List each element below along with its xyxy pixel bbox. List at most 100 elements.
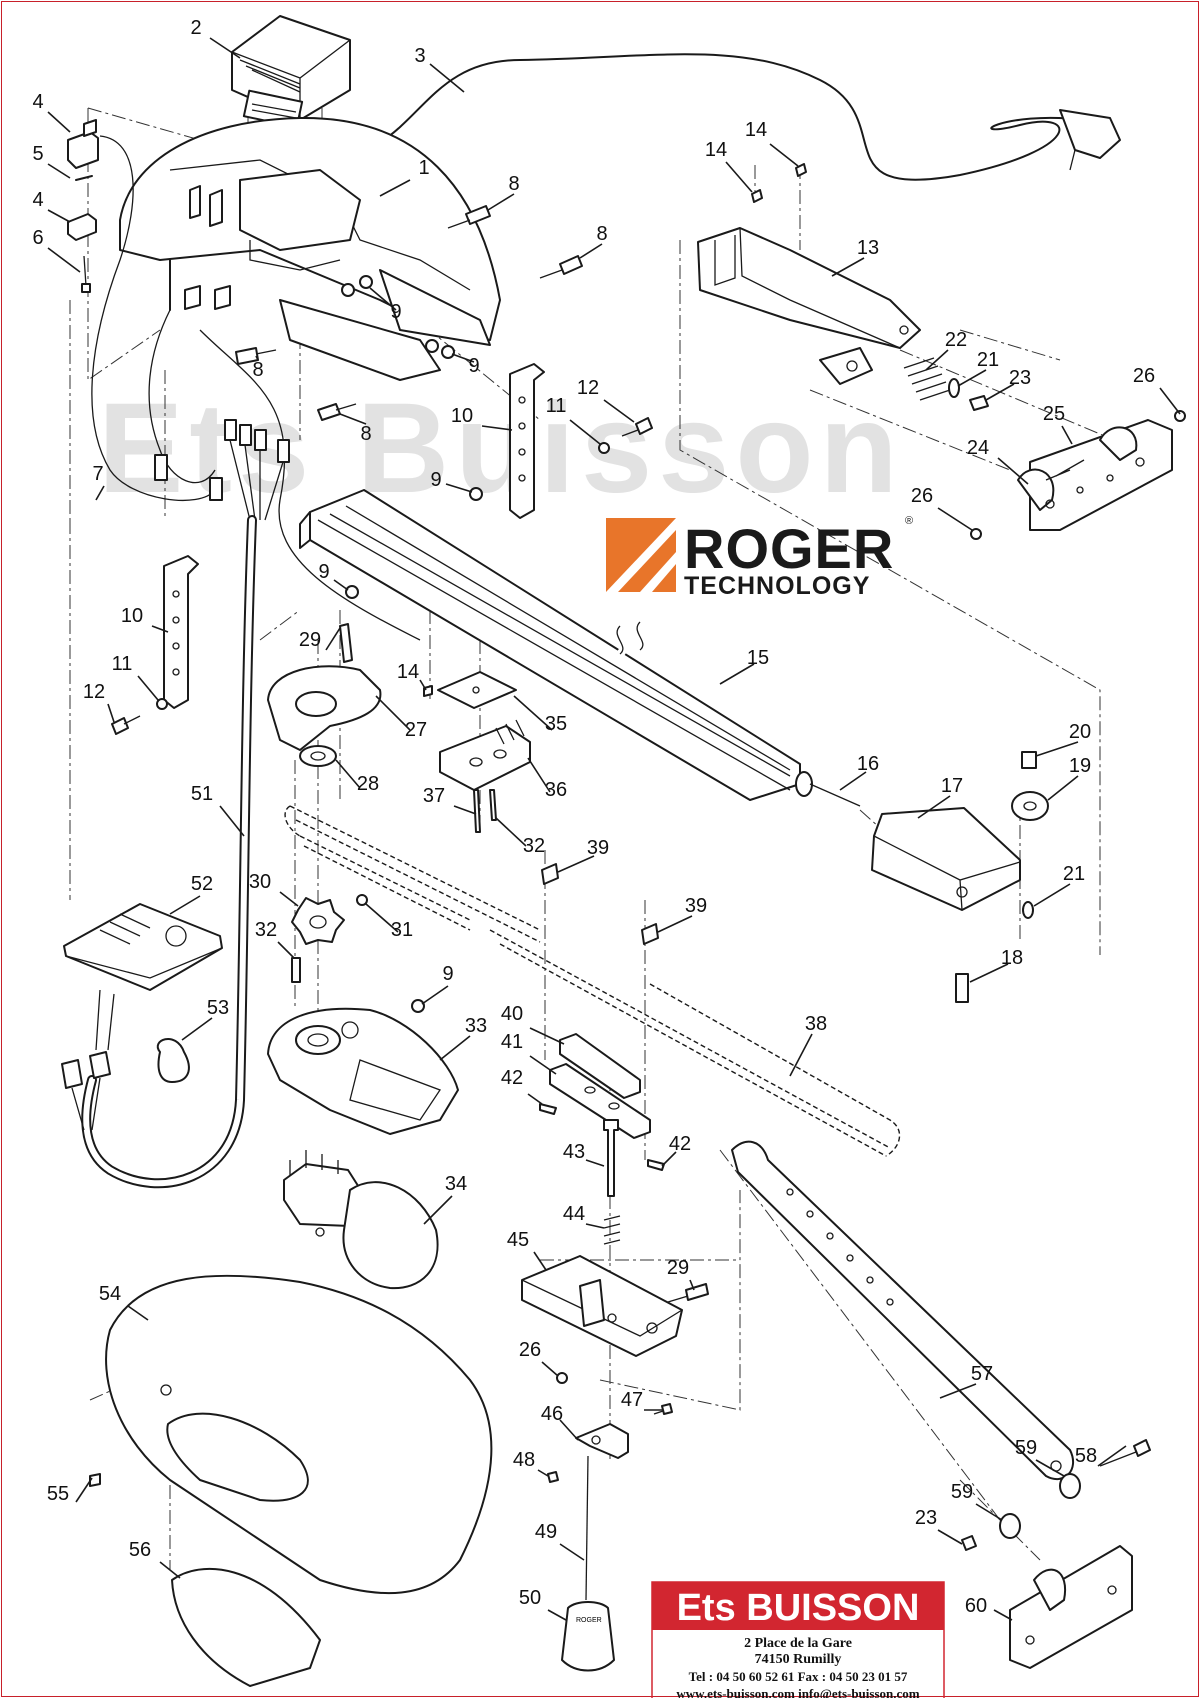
callout-11-washer: 11 [112, 653, 159, 701]
callout-leader-line [725, 161, 753, 193]
callout-number: 55 [47, 1483, 69, 1505]
callout-number: 21 [1063, 863, 1085, 885]
release-pin [603, 1119, 621, 1245]
callout-leader-line [533, 1251, 547, 1271]
chain [284, 805, 901, 1157]
control-housing [119, 116, 501, 381]
callout-leader-line [429, 63, 465, 93]
callout-53-lamp: 53 [181, 997, 229, 1041]
chain-links [541, 863, 659, 945]
callout-leader-line [481, 425, 513, 431]
callout-leader-line [335, 759, 361, 789]
carriage [539, 1033, 665, 1171]
callout-number: 52 [191, 873, 213, 895]
callout-leader-line [975, 1503, 1003, 1521]
callout-leader-line [839, 771, 867, 791]
callout-leader-line [937, 1529, 963, 1545]
sprocket [291, 894, 368, 983]
callout-number: 5 [32, 143, 43, 165]
cover [89, 1274, 493, 1687]
callout-6-screw: 6 [32, 227, 81, 273]
callout-22-spring: 22 [925, 329, 967, 371]
callout-number: 6 [32, 227, 43, 249]
callout-leader-line [557, 855, 595, 873]
callout-number: 50 [519, 1587, 541, 1609]
dealer-web-line: www.ets-buisson.com info@ets-buisson.com [676, 1686, 919, 1698]
callout-number: 23 [1009, 367, 1031, 389]
callout-number: 60 [965, 1595, 987, 1617]
callout-leader-line [439, 1035, 471, 1061]
callout-number: 51 [191, 783, 213, 805]
callout-leader-line [453, 805, 477, 815]
callout-leader-line [325, 627, 341, 651]
callout-number: 25 [1043, 403, 1065, 425]
roger-technology-logo: ROGER TECHNOLOGY ® [606, 515, 913, 600]
callout-10-bracket: 10 [121, 605, 169, 633]
callout-leader-line [985, 383, 1015, 401]
callout-leader-line [47, 209, 71, 223]
callout-number: 22 [945, 329, 967, 351]
callout-4-connector: 4 [32, 189, 71, 223]
callout-number: 34 [445, 1173, 467, 1195]
callout-number: 38 [805, 1013, 827, 1035]
callout-number: 26 [519, 1339, 541, 1361]
callout-number: 26 [1133, 365, 1155, 387]
callout-number: 30 [249, 871, 271, 893]
callout-number: 28 [357, 773, 379, 795]
callout-number: 14 [745, 119, 767, 141]
callout-leader-line [127, 1305, 149, 1321]
callout-leader-line [379, 179, 411, 197]
rail [299, 489, 801, 801]
callout-leader-line [585, 1159, 605, 1167]
callout-number: 57 [971, 1363, 993, 1385]
callout-number: 36 [545, 779, 567, 801]
callout-leader-line [789, 1033, 813, 1077]
callout-leader-line [939, 1383, 977, 1399]
callout-number: 4 [32, 91, 43, 113]
callout-50-release-handle: 50 [519, 1587, 567, 1621]
callout-number: 11 [546, 395, 567, 417]
callout-leader-line [831, 257, 865, 277]
callout-leader-line [993, 1609, 1013, 1621]
callout-number: 40 [501, 1003, 523, 1025]
callout-40-carriage: 40 [501, 1003, 565, 1045]
callout-leader-line [95, 485, 105, 501]
bracket-10-upper [509, 363, 653, 519]
callout-leader-line [585, 1223, 605, 1229]
callout-number: 12 [577, 377, 599, 399]
callout-29-screw: 29 [667, 1257, 695, 1291]
callout-leader-line [75, 1477, 93, 1503]
callout-number: 20 [1069, 721, 1091, 743]
callout-38-chain: 38 [789, 1013, 827, 1077]
callout-leader-line [333, 579, 349, 591]
callout-10-bracket: 10 [451, 405, 513, 431]
callout-number: 31 [391, 919, 413, 941]
callout-number: 11 [112, 653, 133, 675]
callout-number: 14 [397, 661, 419, 683]
callout-59-bushing: 59 [1015, 1437, 1065, 1477]
nuts-9 [341, 275, 483, 1013]
callout-number: 53 [207, 997, 229, 1019]
callout-leader-line [451, 353, 475, 363]
callout-number: 56 [129, 1539, 151, 1561]
callout-leader-line [47, 247, 81, 273]
callout-number: 9 [318, 561, 329, 583]
callout-14-screw: 14 [705, 139, 753, 193]
handle-logo-text: ROGER [576, 1617, 602, 1624]
callout-number: 10 [121, 605, 143, 627]
callout-8-screw: 8 [579, 223, 608, 259]
callout-leader-line [541, 1361, 559, 1377]
callout-21-washer: 21 [957, 349, 999, 387]
callout-number: 10 [451, 405, 473, 427]
callout-12-screw: 12 [577, 377, 635, 423]
callout-number: 44 [563, 1203, 585, 1225]
callout-37-screw: 37 [423, 785, 477, 815]
callout-26-nut: 26 [519, 1339, 559, 1377]
callout-leader-line [527, 1093, 543, 1105]
callout-51-cable: 51 [191, 783, 245, 837]
callout-number: 27 [405, 719, 427, 741]
callout-number: 29 [299, 629, 321, 651]
wall-bracket [970, 410, 1186, 540]
dealer-block: Ets BUISSON 2 Place de la Gare 74150 Rum… [651, 1581, 945, 1698]
